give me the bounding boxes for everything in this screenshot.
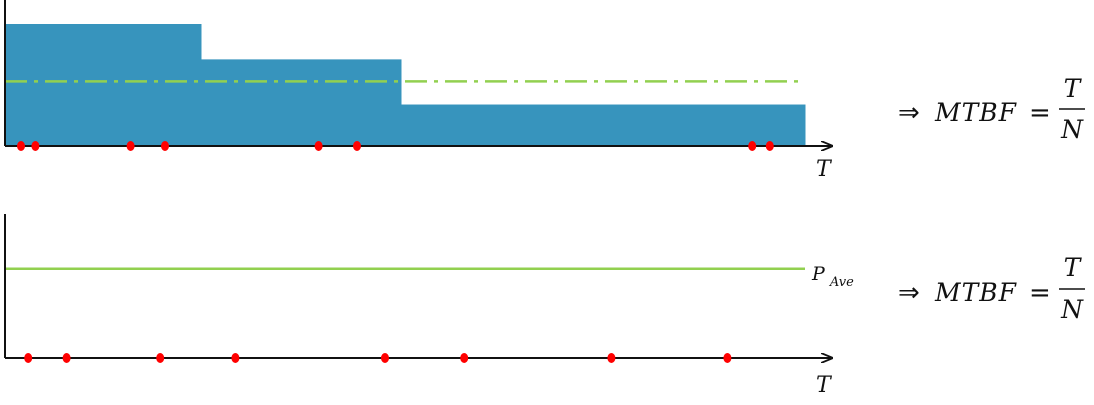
top-step-area <box>5 24 806 146</box>
top-event-dot <box>314 141 323 151</box>
formula-bottom-denominator: N <box>1060 295 1084 324</box>
bottom-panel: P Ave T <box>4 214 854 398</box>
top-event-dot <box>126 141 135 151</box>
bottom-event-dots <box>24 353 732 363</box>
top-step-2 <box>201 59 402 146</box>
bottom-event-dot <box>381 353 389 363</box>
top-step-3 <box>401 104 806 146</box>
bottom-event-dot <box>156 353 165 363</box>
top-panel: T <box>4 0 833 182</box>
bottom-x-axis-label: T <box>816 373 833 398</box>
top-x-axis-label: T <box>816 157 833 182</box>
formula-bottom-implies: ⇒ <box>898 278 920 308</box>
formula-top-numerator: T <box>1064 74 1083 103</box>
top-event-dot <box>17 141 25 151</box>
formula-bottom-lhs: MTBF <box>934 278 1018 307</box>
bottom-line-label-sub: Ave <box>829 275 854 290</box>
formula-bottom: ⇒ MTBF = T N <box>898 253 1085 324</box>
top-step-1 <box>5 24 202 146</box>
bottom-event-dot <box>62 353 71 363</box>
bottom-event-dot <box>231 353 240 363</box>
top-event-dots <box>17 141 774 151</box>
formula-top-equals: = <box>1029 98 1051 128</box>
top-event-dot <box>353 141 361 151</box>
formula-top-denominator: N <box>1060 115 1084 144</box>
top-event-dot <box>161 141 169 151</box>
top-event-dot <box>31 141 40 151</box>
bottom-line-label: P Ave <box>811 263 854 290</box>
top-event-dot <box>765 141 774 151</box>
bottom-event-dot <box>607 353 616 363</box>
bottom-line-label-main: P <box>811 263 826 285</box>
bottom-event-dot <box>24 353 33 363</box>
formula-bottom-equals: = <box>1029 278 1051 308</box>
top-event-dot <box>748 141 757 151</box>
bottom-event-dot <box>723 353 732 363</box>
formula-top: ⇒ MTBF = T N <box>898 74 1085 144</box>
formula-top-implies: ⇒ <box>898 98 920 128</box>
formula-top-lhs: MTBF <box>934 98 1018 127</box>
formula-bottom-numerator: T <box>1064 253 1083 282</box>
bottom-event-dot <box>460 353 469 363</box>
